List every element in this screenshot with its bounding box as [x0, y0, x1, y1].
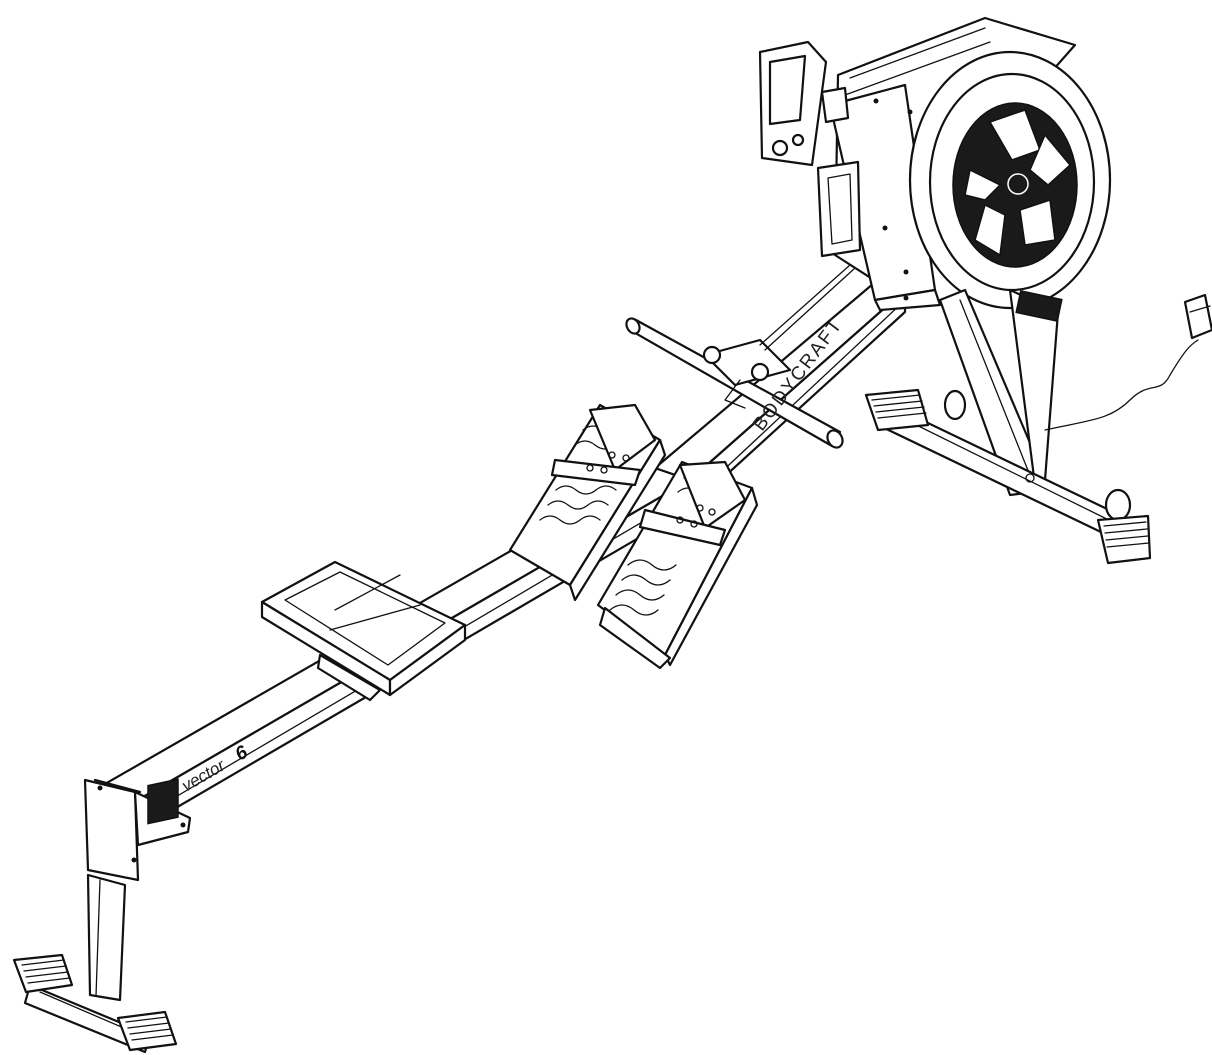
seat	[260, 560, 467, 702]
front-stabilizer	[12, 873, 178, 1054]
power-cord	[1044, 293, 1212, 431]
monitor	[758, 40, 850, 167]
power-adapter-icon	[1183, 293, 1212, 340]
rear-leg-band	[1015, 289, 1063, 323]
rear-right-foot-cap	[1096, 514, 1152, 565]
monitor-button-right	[791, 133, 805, 147]
monitor-button-left	[771, 139, 789, 157]
rear-left-foot-cap	[864, 388, 930, 432]
flywheel-housing	[816, 16, 1112, 312]
right-footplate	[596, 460, 759, 670]
rail-beam	[96, 276, 907, 832]
rail-end-cap	[83, 778, 192, 882]
front-right-foot-cap	[116, 1010, 178, 1052]
transport-wheel	[1104, 488, 1132, 522]
rowing-handle	[625, 317, 844, 449]
flywheel-spokes	[964, 109, 1072, 257]
monitor-screen	[768, 54, 807, 126]
left-footplate	[508, 403, 667, 602]
front-left-foot-cap	[12, 953, 74, 994]
rear-stabilizer	[864, 288, 1152, 565]
end-cap-label-plate	[147, 778, 179, 825]
pull-cable	[759, 264, 851, 346]
